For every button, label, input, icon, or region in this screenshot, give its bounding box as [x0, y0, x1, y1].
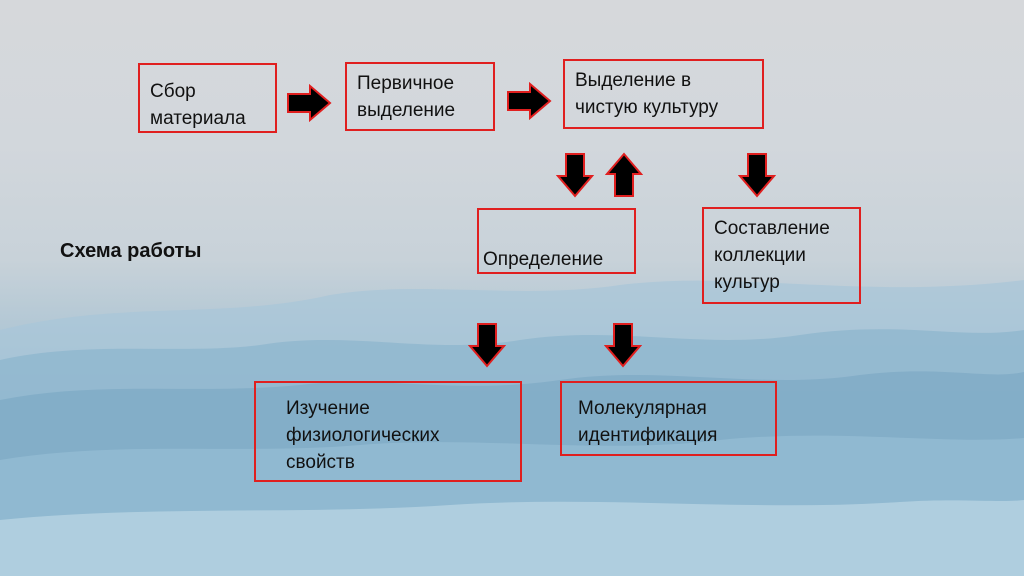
box-identification: Определение	[477, 208, 636, 274]
box-physiological-study: Изучение физиологических свойств	[254, 381, 522, 482]
arrow-right-icon	[507, 82, 552, 120]
box-primary-isolation: Первичное выделение	[345, 62, 495, 131]
arrow-down-icon	[604, 323, 642, 368]
arrow-up-icon	[605, 152, 643, 197]
arrow-down-icon	[468, 323, 506, 368]
arrow-down-icon	[738, 153, 776, 198]
arrow-right-icon	[287, 84, 332, 122]
box-culture-collection: Составление коллекции культур	[702, 207, 861, 304]
box-molecular-identification: Молекулярная идентификация	[560, 381, 777, 456]
slide-title: Схема работы	[60, 240, 202, 262]
box-pure-culture: Выделение в чистую культуру	[563, 59, 764, 129]
arrow-down-icon	[556, 153, 594, 198]
box-collect-material: Сбор материала	[138, 63, 277, 133]
